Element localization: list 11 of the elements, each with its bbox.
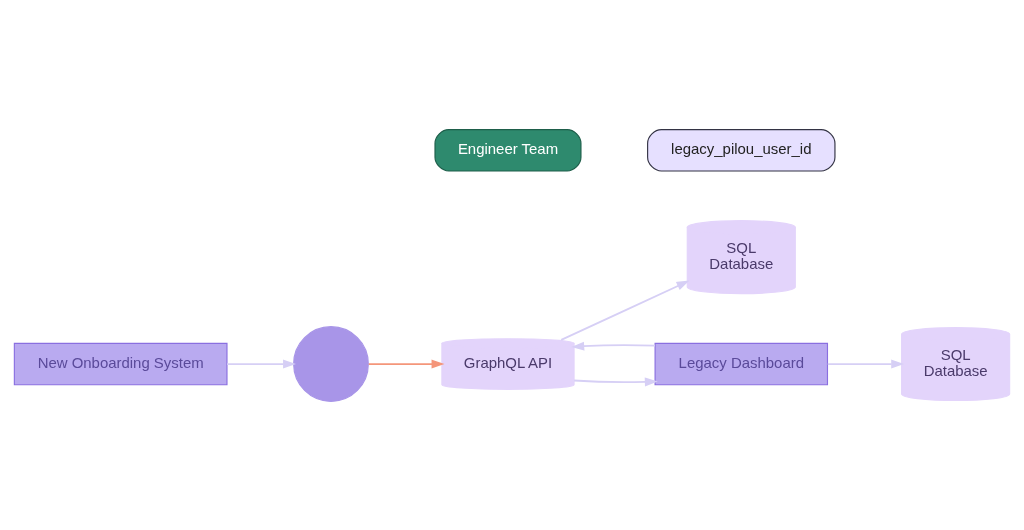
node-box: New Onboarding System	[13, 342, 228, 385]
arrow	[226, 359, 296, 369]
node-box: Engineer Team	[434, 128, 582, 172]
arrow	[571, 341, 656, 351]
arrow	[573, 376, 658, 386]
node-person	[293, 325, 369, 402]
node-box: Legacy Dashboard	[654, 342, 829, 385]
arrow	[826, 359, 905, 369]
arrow	[560, 280, 690, 341]
arrow	[367, 359, 445, 369]
node-box: legacy_pilou_user_id	[647, 128, 836, 172]
